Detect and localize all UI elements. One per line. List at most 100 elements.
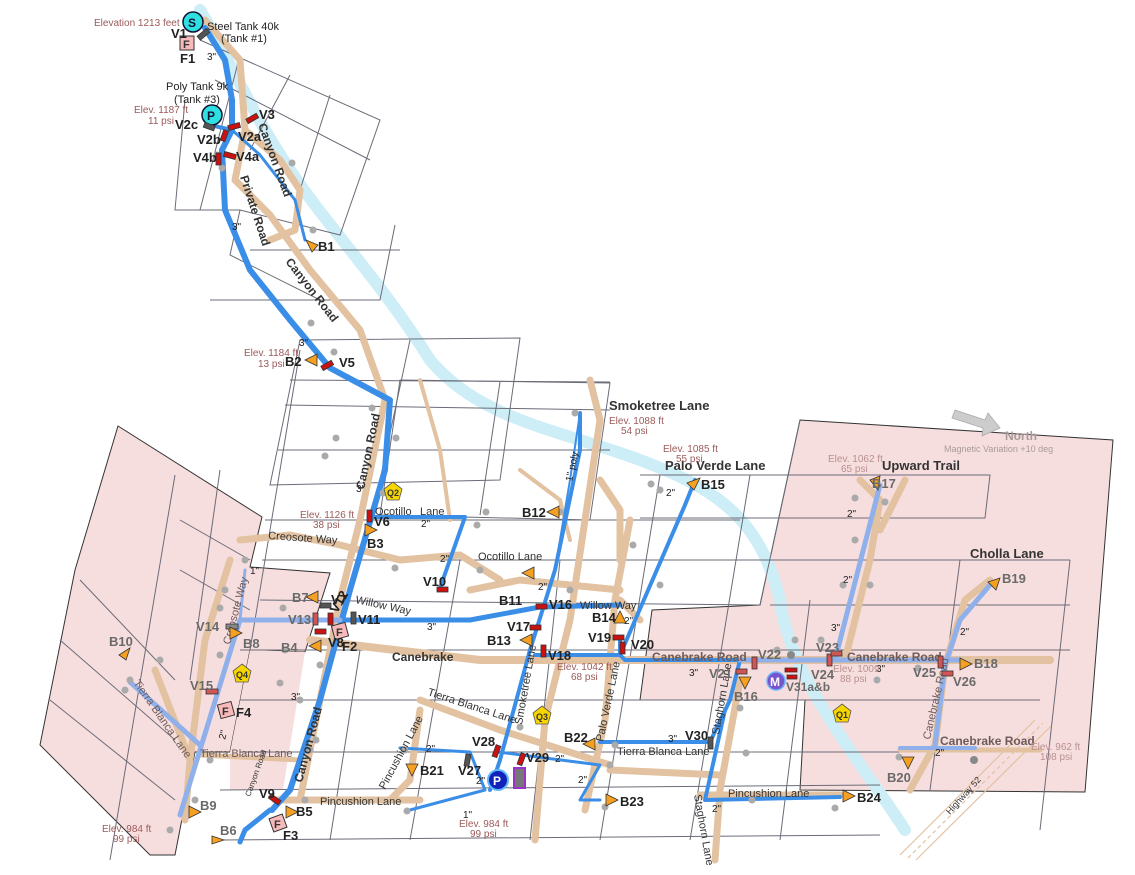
svg-text:2": 2" — [440, 554, 450, 565]
hydrant-f2[interactable]: F F2 — [330, 621, 357, 654]
svg-text:3": 3" — [876, 664, 886, 675]
svg-text:13 psi: 13 psi — [258, 359, 285, 370]
svg-text:2": 2" — [666, 488, 676, 499]
svg-text:Cholla Lane: Cholla Lane — [970, 546, 1044, 561]
svg-text:B23: B23 — [620, 794, 644, 809]
steel-tank[interactable]: S Steel Tank 40k (Tank #1) — [182, 11, 279, 45]
svg-text:B14: B14 — [592, 610, 617, 625]
water-mains-zone — [127, 482, 993, 818]
svg-text:V22: V22 — [758, 647, 781, 662]
north-arrow: North Magnetic Variation +10 deg — [944, 409, 1053, 454]
hydrant-f3[interactable]: F F3 — [268, 813, 298, 843]
pump-station[interactable]: P — [487, 767, 526, 791]
svg-text:Q1: Q1 — [836, 710, 848, 720]
svg-text:V6: V6 — [374, 514, 390, 529]
svg-text:3": 3" — [831, 623, 841, 634]
svg-text:(Tank #3): (Tank #3) — [174, 94, 220, 106]
svg-text:Magnetic Variation +10 deg: Magnetic Variation +10 deg — [944, 444, 1053, 454]
svg-text:65 psi: 65 psi — [841, 464, 868, 475]
svg-text:V2b: V2b — [197, 132, 221, 147]
svg-text:B7: B7 — [292, 590, 309, 605]
svg-text:V8: V8 — [328, 635, 344, 650]
svg-text:B6: B6 — [220, 823, 237, 838]
svg-text:V27: V27 — [458, 763, 481, 778]
svg-text:North: North — [1005, 429, 1037, 443]
quality-points: Q1 Q2 Q3 Q4 — [232, 481, 852, 725]
svg-text:F: F — [336, 627, 343, 639]
svg-text:V20: V20 — [631, 637, 654, 652]
svg-text:1" poly: 1" poly — [564, 451, 581, 483]
svg-text:V21: V21 — [709, 666, 732, 681]
svg-text:B9: B9 — [200, 798, 217, 813]
svg-text:F2: F2 — [342, 639, 357, 654]
svg-text:V3: V3 — [259, 107, 275, 122]
blowoff-labels: B1 B2 B3 B4 B5 B6 B7 B8 B9 B10 B11 B12 B… — [109, 239, 1026, 838]
svg-text:2": 2" — [624, 616, 634, 627]
hydrant-icon — [268, 813, 288, 833]
svg-text:Elev. 1184 ft: Elev. 1184 ft — [244, 348, 298, 359]
svg-text:54 psi: 54 psi — [621, 426, 648, 437]
svg-text:1": 1" — [250, 566, 260, 577]
svg-text:Ocotillo: Ocotillo — [375, 506, 412, 518]
hydrant-f1[interactable]: F F1 — [179, 35, 195, 66]
quality-point-q1[interactable]: Q1 — [832, 703, 852, 723]
svg-text:Tierra Blanca Lane: Tierra Blanca Lane — [617, 746, 710, 758]
roads — [151, 16, 1054, 864]
quality-point-q2[interactable]: Q2 — [383, 481, 403, 501]
svg-text:V17: V17 — [507, 619, 530, 634]
svg-text:11 psi: 11 psi — [148, 116, 174, 127]
svg-text:Elev. 1085 ft: Elev. 1085 ft — [663, 444, 718, 455]
quality-point-q3[interactable]: Q3 — [532, 705, 552, 725]
svg-text:38 psi: 38 psi — [313, 520, 340, 531]
svg-text:2": 2" — [935, 748, 945, 759]
one-inch-poly-line — [554, 412, 581, 571]
pump-icon — [487, 769, 509, 791]
svg-text:P: P — [493, 774, 501, 788]
svg-text:Q3: Q3 — [536, 712, 548, 722]
hydrant-icon — [216, 700, 236, 720]
svg-text:Poly Tank 9k: Poly Tank 9k — [166, 81, 229, 93]
svg-text:Steel Tank 40k: Steel Tank 40k — [207, 21, 279, 33]
svg-text:F: F — [274, 819, 281, 831]
svg-text:V2a: V2a — [238, 129, 262, 144]
quality-point-q4[interactable]: Q4 — [232, 663, 252, 683]
svg-text:Willow Way: Willow Way — [580, 600, 637, 612]
svg-text:V26: V26 — [953, 674, 976, 689]
svg-text:M: M — [770, 675, 780, 689]
valve-markers — [196, 28, 954, 806]
svg-text:B22: B22 — [564, 730, 588, 745]
svg-text:Ocotillo Lane: Ocotillo Lane — [478, 551, 542, 563]
svg-text:V5: V5 — [339, 355, 355, 370]
svg-text:3": 3" — [427, 622, 437, 633]
hydrant-f4[interactable]: F F4 — [216, 700, 252, 720]
svg-text:Elev. 1187 ft: Elev. 1187 ft — [134, 105, 188, 116]
svg-text:2": 2" — [712, 804, 722, 815]
svg-text:F: F — [222, 706, 229, 718]
svg-text:Tierra Blanca Lane: Tierra Blanca Lane — [200, 748, 293, 760]
svg-text:Q4: Q4 — [236, 670, 248, 680]
poly-tank[interactable]: Poly Tank 9k (Tank #3) P — [166, 81, 229, 126]
svg-text:B2: B2 — [285, 354, 302, 369]
creek — [194, 4, 911, 836]
svg-text:Canyon Road: Canyon Road — [283, 255, 342, 325]
svg-text:V24: V24 — [811, 667, 835, 682]
svg-text:Creosote Way: Creosote Way — [268, 530, 338, 547]
meter[interactable]: M V31a&b — [766, 667, 830, 694]
svg-text:B12: B12 — [522, 505, 546, 520]
svg-text:B10: B10 — [109, 634, 133, 649]
pressure-zone-areas — [39, 419, 1114, 856]
svg-text:V2c: V2c — [175, 117, 198, 132]
svg-text:Elev. 1009: Elev. 1009 — [833, 664, 880, 675]
svg-text:B17: B17 — [872, 476, 896, 491]
svg-text:Pincushion Lane: Pincushion Lane — [728, 788, 809, 800]
steel-tank-icon — [182, 11, 204, 33]
svg-text:2": 2" — [578, 775, 588, 786]
svg-text:V23: V23 — [816, 640, 839, 655]
svg-text:Pincushion Lane: Pincushion Lane — [320, 796, 401, 808]
